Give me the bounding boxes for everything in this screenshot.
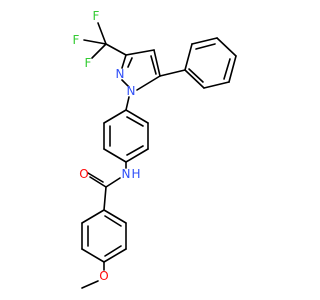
atom-label-fluorine: F [93, 9, 100, 23]
bond [223, 58, 231, 80]
bond [125, 148, 149, 163]
atom-label-hydrogen: H [131, 167, 140, 181]
bond [91, 43, 107, 59]
molecule-diagram: F F F N N N H O O [73, 9, 237, 289]
bond [184, 69, 205, 89]
bond [136, 75, 161, 91]
bond [150, 55, 157, 75]
bond [103, 109, 127, 124]
bond [127, 57, 133, 68]
bond [191, 37, 218, 45]
bonds [81, 22, 237, 289]
bond [104, 215, 122, 227]
bond [121, 79, 130, 88]
bond [216, 37, 237, 57]
atom-label-fluorine: F [73, 33, 80, 47]
bond [87, 172, 104, 183]
atom-label-nitrogen: N [122, 167, 131, 181]
bond [81, 280, 99, 289]
bond [103, 148, 127, 163]
bond [104, 245, 122, 257]
bond [126, 116, 144, 127]
bond [159, 69, 186, 77]
bond [228, 55, 237, 83]
bond [121, 54, 127, 69]
atom-label-oxygen: O [79, 167, 88, 181]
atom-label-fluorine: F [85, 56, 92, 70]
atom-label-oxygen: O [99, 269, 108, 283]
bond [83, 39, 107, 45]
bond [188, 68, 204, 83]
bond [125, 109, 149, 124]
bond [103, 186, 107, 211]
bond [184, 43, 193, 71]
bond [125, 49, 155, 56]
bond [125, 96, 130, 111]
bond [195, 43, 216, 50]
bond [103, 209, 127, 224]
bond [105, 177, 121, 188]
atom-label-nitrogen: N [127, 84, 136, 98]
atom-labels: F F F N N N H O O [73, 9, 141, 283]
bond [105, 43, 127, 56]
bond [97, 22, 107, 45]
bond [89, 176, 107, 188]
bond [81, 209, 105, 224]
bond [81, 248, 105, 263]
bond [203, 81, 230, 89]
bond [103, 248, 127, 263]
bond [126, 145, 144, 156]
atom-label-nitrogen: N [116, 67, 125, 81]
bond [153, 49, 161, 77]
